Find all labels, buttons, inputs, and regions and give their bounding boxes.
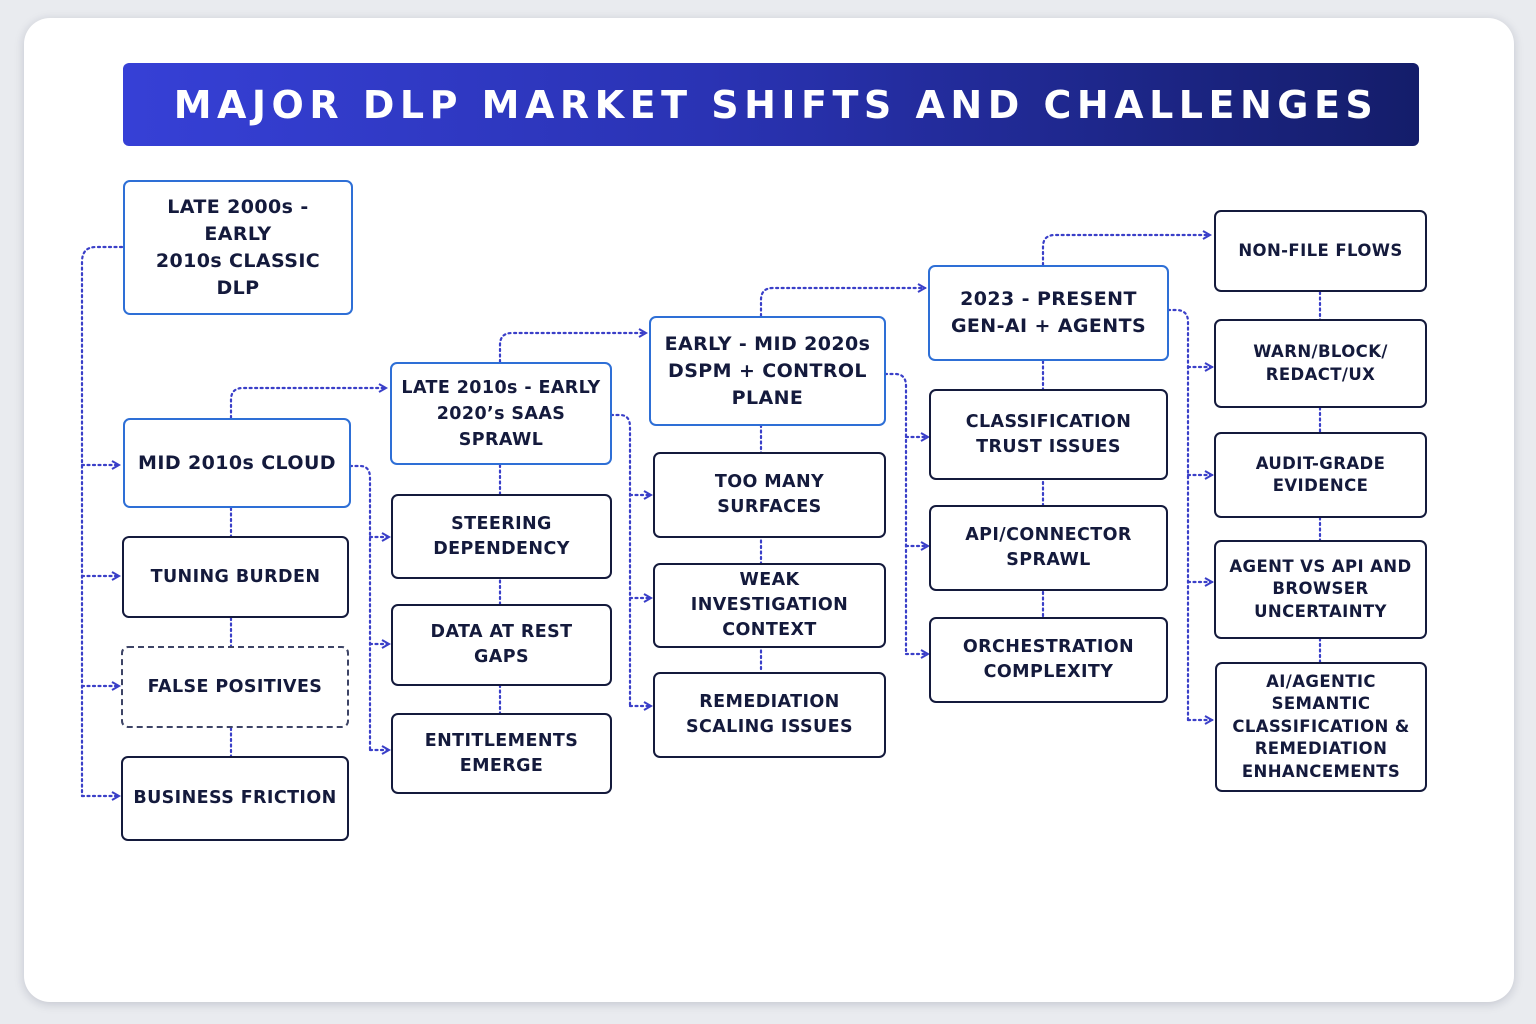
challenge-api-connector-sprawl: API/CONNECTOR SPRAWL	[929, 505, 1168, 591]
connector-saas-trunk	[609, 413, 632, 708]
challenge-label: BUSINESS FRICTION	[133, 788, 337, 808]
challenge-non-file-flows: NON-FILE FLOWS	[1214, 210, 1427, 292]
challenge-agent-vs-api-browser-uncertainty: AGENT VS API AND BROWSER UNCERTAINTY	[1214, 540, 1427, 639]
challenge-label: NON-FILE FLOWS	[1238, 240, 1403, 260]
era-genai-label: 2023 - PRESENT GEN-AI + AGENTS	[950, 288, 1147, 337]
challenge-label: STEERING DEPENDENCY	[433, 513, 570, 559]
challenge-steering-dependency: STEERING DEPENDENCY	[391, 494, 612, 579]
challenge-remediation-scaling-issues: REMEDIATION SCALING ISSUES	[653, 672, 886, 758]
challenge-label: API/CONNECTOR SPRAWL	[965, 525, 1132, 570]
page-title: MAJOR DLP MARKET SHIFTS AND CHALLENGES	[173, 82, 1379, 127]
era-classic-label: LATE 2000s - EARLY 2010s CLASSIC DLP	[155, 195, 321, 299]
challenge-warn-block-redact-ux: WARN/BLOCK/ REDACT/UX	[1214, 319, 1427, 408]
challenge-label: TUNING BURDEN	[150, 566, 321, 587]
challenge-label: TOO MANY SURFACES	[714, 472, 825, 517]
connector-saas-to-dspm	[498, 333, 646, 364]
connector-genai-to-future	[1041, 235, 1210, 267]
era-saas-label: LATE 2010s - EARLY 2020’s SAAS SPRAWL	[401, 377, 601, 450]
connector-classic-trunk	[80, 245, 124, 798]
connector-cloud-to-saas	[229, 388, 386, 420]
challenge-label: DATA AT REST GAPS	[430, 622, 573, 667]
era-classic-dlp: LATE 2000s - EARLY 2010s CLASSIC DLP	[123, 180, 353, 315]
connector-dspm-trunk	[883, 372, 908, 656]
connector-dspm-to-genai	[759, 288, 925, 318]
challenge-weak-investigation-context: WEAK INVESTIGATION CONTEXT	[653, 563, 886, 648]
era-genai-agents: 2023 - PRESENT GEN-AI + AGENTS	[928, 265, 1169, 361]
challenge-label: WEAK INVESTIGATION CONTEXT	[690, 570, 849, 640]
title-banner: MAJOR DLP MARKET SHIFTS AND CHALLENGES	[123, 63, 1419, 146]
challenge-label: ENTITLEMENTS EMERGE	[424, 730, 579, 776]
challenge-ai-agentic-semantic-classification: AI/AGENTIC SEMANTIC CLASSIFICATION & REM…	[1215, 662, 1427, 792]
challenge-classification-trust-issues: CLASSIFICATION TRUST ISSUES	[929, 389, 1168, 480]
challenge-tuning-burden: TUNING BURDEN	[122, 536, 349, 618]
era-mid-2010s-cloud: MID 2010s CLOUD	[123, 418, 351, 508]
challenge-label: AI/AGENTIC SEMANTIC CLASSIFICATION & REM…	[1232, 671, 1410, 781]
era-saas-sprawl: LATE 2010s - EARLY 2020’s SAAS SPRAWL	[390, 362, 612, 465]
challenge-label: ORCHESTRATION COMPLEXITY	[962, 637, 1135, 682]
era-dspm-control-plane: EARLY - MID 2020s DSPM + CONTROL PLANE	[649, 316, 886, 426]
challenge-business-friction: BUSINESS FRICTION	[121, 756, 349, 841]
challenge-too-many-surfaces: TOO MANY SURFACES	[653, 452, 886, 538]
challenge-entitlements-emerge: ENTITLEMENTS EMERGE	[391, 713, 612, 794]
challenge-label: AGENT VS API AND BROWSER UNCERTAINTY	[1229, 556, 1412, 621]
era-dspm-label: EARLY - MID 2020s DSPM + CONTROL PLANE	[664, 332, 871, 409]
challenge-orchestration-complexity: ORCHESTRATION COMPLEXITY	[929, 617, 1168, 703]
challenge-data-at-rest-gaps: DATA AT REST GAPS	[391, 604, 612, 686]
challenge-label: WARN/BLOCK/ REDACT/UX	[1253, 342, 1388, 384]
era-cloud-label: MID 2010s CLOUD	[138, 451, 336, 474]
challenge-label: CLASSIFICATION TRUST ISSUES	[965, 411, 1132, 457]
challenge-audit-grade-evidence: AUDIT-GRADE EVIDENCE	[1214, 432, 1427, 518]
connector-genai-trunk	[1166, 308, 1190, 722]
challenge-false-positives: FALSE POSITIVES	[121, 646, 349, 728]
challenge-label: FALSE POSITIVES	[147, 676, 323, 697]
connector-cloud-trunk	[348, 464, 372, 752]
challenge-label: AUDIT-GRADE EVIDENCE	[1255, 453, 1386, 496]
challenge-label: REMEDIATION SCALING ISSUES	[685, 692, 854, 737]
